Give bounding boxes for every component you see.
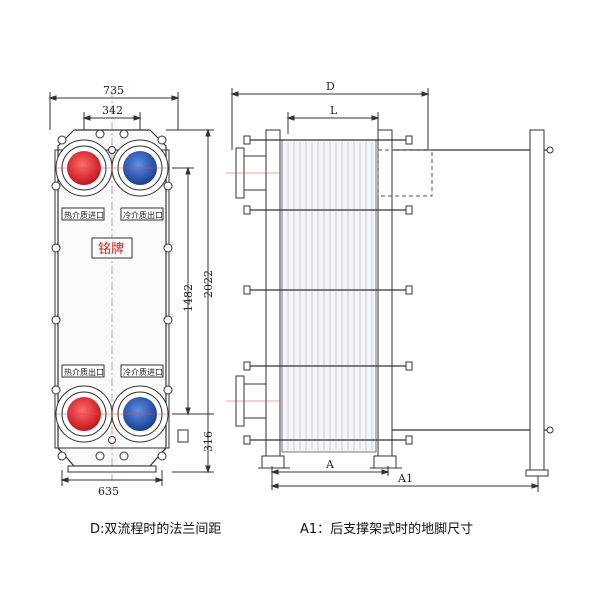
dim-a-label: A [325, 458, 335, 471]
dim-a1-label: A1 [397, 472, 413, 485]
dim-port-spacing-label: 342 [102, 104, 123, 117]
dim-l-label: L [330, 104, 338, 117]
dim-d-label: D [326, 80, 335, 93]
dim-base-width-label: 635 [98, 485, 119, 498]
fixed-frame-plate [265, 129, 281, 461]
port-cold-inlet [111, 385, 169, 443]
port-hot-inlet [55, 139, 113, 197]
dim-overall-width [48, 92, 180, 130]
dim-l [286, 112, 380, 134]
dim-overall-height-label: 2022 [202, 270, 215, 298]
pressure-plate [377, 129, 393, 461]
dim-port-center-height-label: 1482 [182, 284, 195, 312]
port-cold-outlet [111, 139, 169, 197]
label-hot-outlet: 热介质出口 [64, 367, 104, 377]
front-flange-top [226, 147, 280, 199]
front-view: 735 342 [48, 84, 215, 498]
caption-right: A1：后支撑架式时的地脚尺寸 [300, 522, 474, 537]
label-hot-inlet: 热介质进口 [64, 210, 104, 220]
front-flange-bottom [226, 375, 280, 427]
rear-support-column [529, 129, 545, 475]
label-cold-outlet: 冷介质出口 [123, 210, 163, 220]
plate-pack-lines [287, 142, 373, 450]
dim-base-width [60, 470, 164, 486]
nameplate-label: 铭牌 [98, 241, 124, 257]
caption-left: D:双流程时的法兰间距 [90, 522, 222, 537]
plate-pack [281, 139, 377, 453]
dim-overall-width-label: 735 [103, 84, 124, 97]
label-cold-inlet: 冷介质进口 [123, 367, 163, 377]
tie-bar-nuts [243, 135, 413, 445]
dim-bottom-port-height [194, 413, 214, 472]
port-hot-outlet [55, 385, 113, 443]
tie-bars [246, 139, 410, 441]
side-view: D L [226, 80, 554, 492]
dim-d [230, 88, 430, 150]
dim-bottom-port-height-label: 316 [202, 431, 215, 452]
dim-a1 [270, 476, 540, 492]
dim-port-center-height [172, 166, 194, 416]
frame-bolts [51, 129, 173, 461]
